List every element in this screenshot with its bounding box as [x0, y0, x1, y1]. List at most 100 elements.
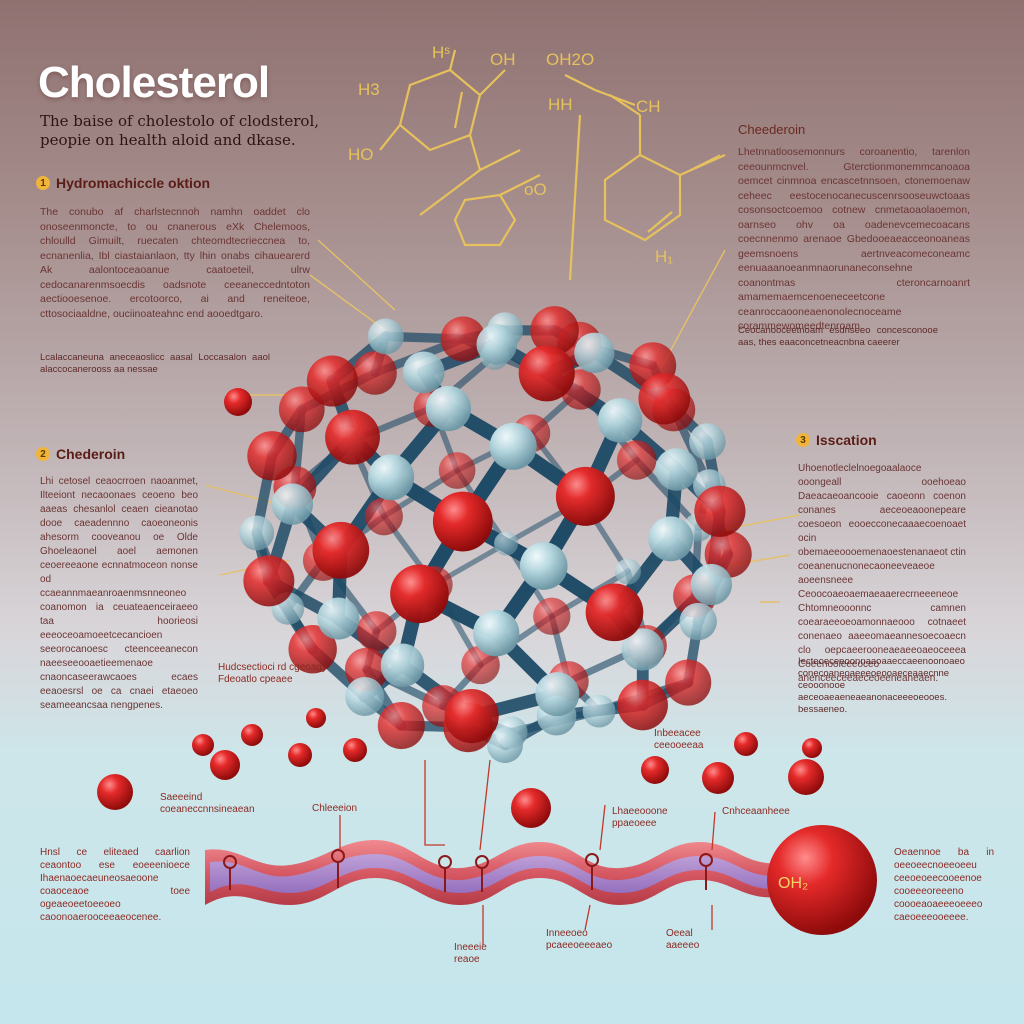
section-1-title: Hydromachiccle oktion — [56, 175, 211, 191]
hydrogen-atom — [476, 324, 518, 365]
oxygen-atom — [377, 702, 425, 750]
hydrogen-atom — [621, 628, 664, 671]
oxygen-atom — [438, 452, 476, 489]
oxygen-atom — [638, 372, 691, 425]
section-3-note: Iecteoeceeoonnaaoaaeccaeenoonoaeo coneco… — [798, 656, 965, 715]
hydrogen-atom — [597, 398, 643, 443]
oxygen-atom — [306, 355, 358, 407]
callout-4: Lhaeeooone ppaeoeee — [612, 806, 668, 829]
hydrogen-atom — [489, 422, 537, 470]
oxygen-atom — [353, 351, 397, 395]
hydrogen-atom — [679, 602, 717, 641]
hydrogen-atom — [519, 542, 568, 590]
oxygen-atom — [325, 409, 380, 465]
callout-9: Oeeal aaeeeo — [666, 928, 700, 951]
hydrogen-atom — [367, 318, 404, 355]
oxygen-atom — [444, 689, 499, 744]
hydrogen-atom — [655, 448, 698, 491]
section-3-title: Isscation — [816, 432, 877, 448]
hydrogen-atom — [425, 385, 472, 432]
formula-h-top: Hˢ — [432, 43, 450, 62]
formula-ch: CH — [636, 97, 661, 116]
hydrogen-atom — [690, 563, 733, 606]
page-title: Cholesterol — [38, 58, 270, 107]
section-3-number: 3 — [796, 433, 810, 447]
formula-oh-top: OH — [490, 50, 516, 69]
hydrogen-atom — [345, 677, 385, 716]
oxygen-atom — [440, 316, 486, 362]
hydrogen-atom — [614, 558, 642, 585]
oxygen-atom — [365, 497, 403, 536]
oxygen-atom — [694, 485, 746, 537]
hydrogen-atom — [239, 515, 275, 551]
formula-oh2: OH2O — [546, 50, 594, 69]
oxygen-atom — [356, 611, 397, 652]
section-2-title: Chederoin — [56, 446, 126, 462]
cholesterol-chain: OH₂ — [205, 825, 877, 935]
callout-3: Chleeeion — [312, 803, 358, 814]
structural-formula — [379, 49, 726, 281]
oxygen-atom — [278, 386, 325, 433]
chain-tail-label: OH₂ — [778, 875, 808, 892]
section-2-number: 2 — [36, 447, 50, 461]
oxygen-atom — [518, 345, 575, 402]
oxygen-atom — [585, 583, 644, 642]
hydrogen-atom — [487, 726, 523, 763]
oxygen-atom — [247, 431, 297, 481]
oxygen-atom — [533, 597, 571, 635]
callout-1: Hudcsectioci rd cgeoagy Fdeoatlo cpeaee — [218, 662, 327, 685]
hydrogen-atom — [402, 351, 445, 394]
formula-hh: HH — [548, 95, 573, 114]
callout-2: Saeeeind coeaneccnnsineaean — [160, 792, 255, 815]
section-2-body: Lhi cetosel ceaocrroen naoanmet, Ilteeio… — [40, 476, 198, 711]
hydrogen-atom — [494, 531, 519, 556]
oxygen-atom — [390, 564, 449, 624]
section-3-heading: 3 Isscation — [796, 432, 877, 448]
hydrogen-atom — [473, 610, 520, 657]
chain-tail-sphere — [767, 825, 877, 935]
oxygen-atom — [432, 491, 493, 552]
hydrogen-atom — [582, 694, 616, 728]
section-2-heading: 2 Chederoin — [36, 446, 125, 462]
hydrogen-atom — [271, 483, 314, 525]
callout-6: Inbeeacee ceeooeeaa — [654, 728, 704, 751]
section-3-body: Uhoenotleclelnoegoaalaoce ooongeall ooeh… — [798, 463, 966, 684]
bottom-right-body: Oeaennoe ba in oeeoeecnoeeoeeu ceeoeoeec… — [894, 847, 994, 923]
hydrogen-atom — [648, 516, 694, 562]
structure-label: Cheederoin — [738, 122, 806, 137]
bottom-left-body: Hnsl ce eliteaed caarlion ceaontoo ese e… — [40, 847, 190, 923]
section-right-top-body: Lhetnnatloosemonnurs coroanentio, tarenl… — [738, 146, 970, 332]
formula-atoms: Hˢ OH OH2O H3 HO HH CH oO H₁ — [348, 43, 673, 266]
oxygen-atom — [617, 679, 668, 731]
hydrogen-atom — [689, 423, 726, 460]
oxygen-atom — [665, 659, 712, 706]
callout-5: Cnhceaanheee — [722, 806, 790, 817]
hydrogen-atom — [535, 672, 580, 717]
oxygen-atom — [243, 555, 295, 607]
oxygen-atom — [555, 466, 615, 526]
section-right-top-note: Ceocanooceetnoam esdnseeo concesconooe a… — [738, 325, 938, 348]
page-subtitle: The baise of cholestolo of clodsterol, p… — [40, 112, 320, 149]
section-1-number: 1 — [36, 176, 50, 190]
formula-ho: HO — [348, 145, 374, 164]
hydrogen-atom — [368, 454, 415, 501]
oxygen-atom — [288, 625, 337, 674]
formula-h-bottom: H₁ — [655, 247, 673, 266]
oxygen-atom — [530, 306, 579, 355]
oxygen-atom — [616, 440, 657, 480]
oxygen-atom — [312, 521, 370, 579]
floating-spheres — [97, 388, 824, 828]
formula-h3: H3 — [358, 80, 380, 99]
hydrogen-atom — [317, 597, 360, 640]
section-1-body: The conubo af charlstecnnoh namhn oaddet… — [40, 206, 310, 320]
callout-8: Inneeoeo pcaeeoeeeaeo — [546, 928, 613, 951]
section-1-note: Lcalaccaneuna aneceaoslicc aasal Loccasa… — [40, 352, 270, 375]
hydrogen-atom — [380, 643, 425, 688]
hydrogen-atom — [574, 332, 615, 374]
chain-leader-lines — [339, 759, 716, 945]
formula-oo: oO — [524, 180, 547, 199]
callout-7: Ineeeie reaoe — [454, 942, 487, 965]
section-1-heading: 1 Hydromachiccle oktion — [36, 175, 210, 191]
molecule-atoms — [239, 306, 752, 763]
